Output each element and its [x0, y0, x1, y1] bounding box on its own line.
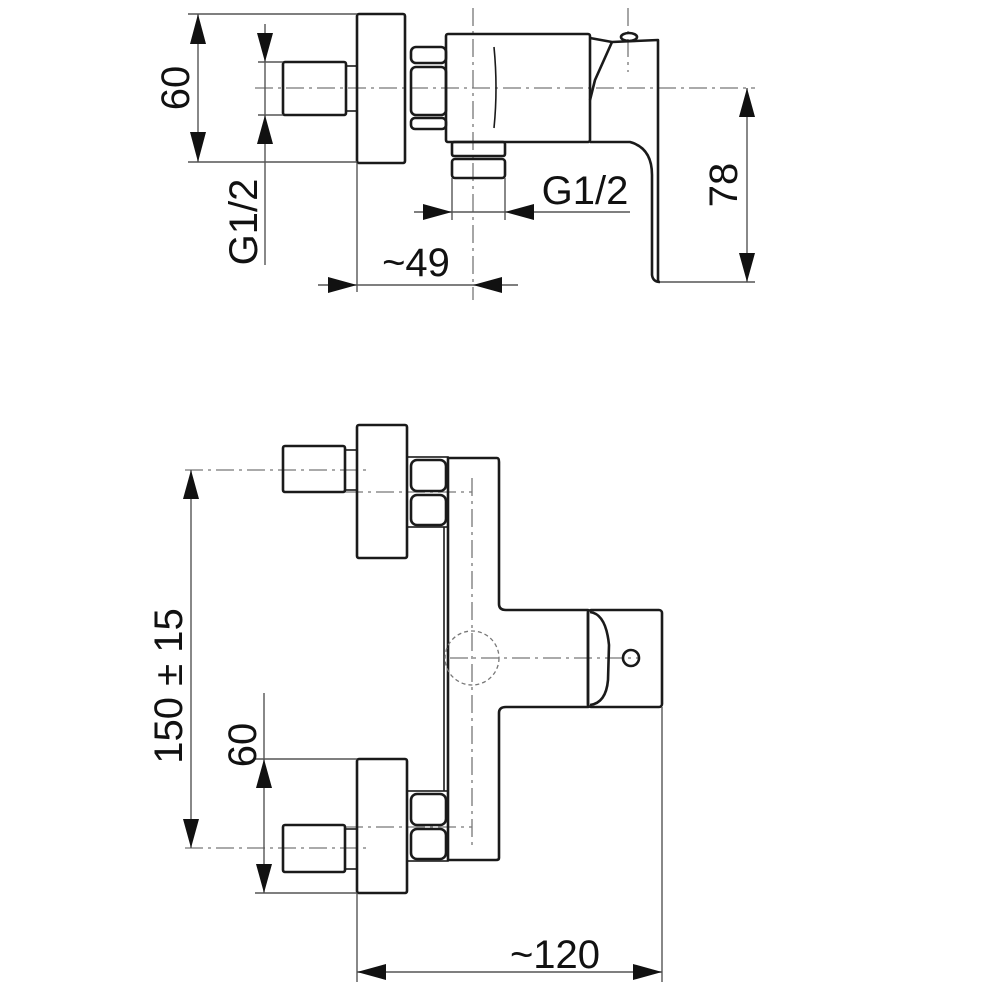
body-contour	[493, 46, 497, 129]
front-view: 150 ± 15 60 ~120	[147, 423, 664, 982]
dimension-49: ~49	[318, 163, 518, 293]
lower-hex-nut	[406, 790, 449, 862]
lever-pivot-icon	[621, 648, 641, 668]
mixer-body-front	[446, 456, 590, 862]
dimension-150: 150 ± 15	[147, 470, 199, 848]
dimension-g12-outlet: G1/2	[414, 169, 630, 220]
dimension-120: ~120	[356, 707, 663, 982]
outlet-connector	[450, 140, 507, 180]
mixer-body	[444, 32, 592, 144]
dimension-78: 78	[660, 88, 755, 283]
dim-label-78: 78	[702, 163, 746, 208]
upper-inlet-stub	[281, 444, 347, 494]
dim-label-120: ~120	[510, 933, 600, 977]
dimension-60-front: 60	[221, 693, 357, 894]
dim-label-150: 150 ± 15	[147, 608, 191, 763]
dim-label-g12-inlet: G1/2	[222, 179, 266, 266]
hidden-outlet-circle	[444, 630, 500, 686]
lower-flange	[355, 757, 409, 895]
top-view: 60 G1/2 G1/2 ~49	[154, 8, 755, 300]
lever-handle	[588, 31, 661, 284]
dimension-g12-inlet: G1/2	[222, 24, 283, 265]
dim-label-60: 60	[154, 66, 198, 111]
wall-flange	[355, 12, 407, 165]
dimension-60-top: 60	[154, 13, 357, 163]
dim-label-g12-outlet: G1/2	[542, 169, 629, 213]
cartridge-cap	[586, 608, 664, 709]
lower-stub-connector	[344, 828, 358, 870]
dim-label-60-front: 60	[221, 723, 265, 768]
dim-label-49: ~49	[382, 241, 450, 285]
